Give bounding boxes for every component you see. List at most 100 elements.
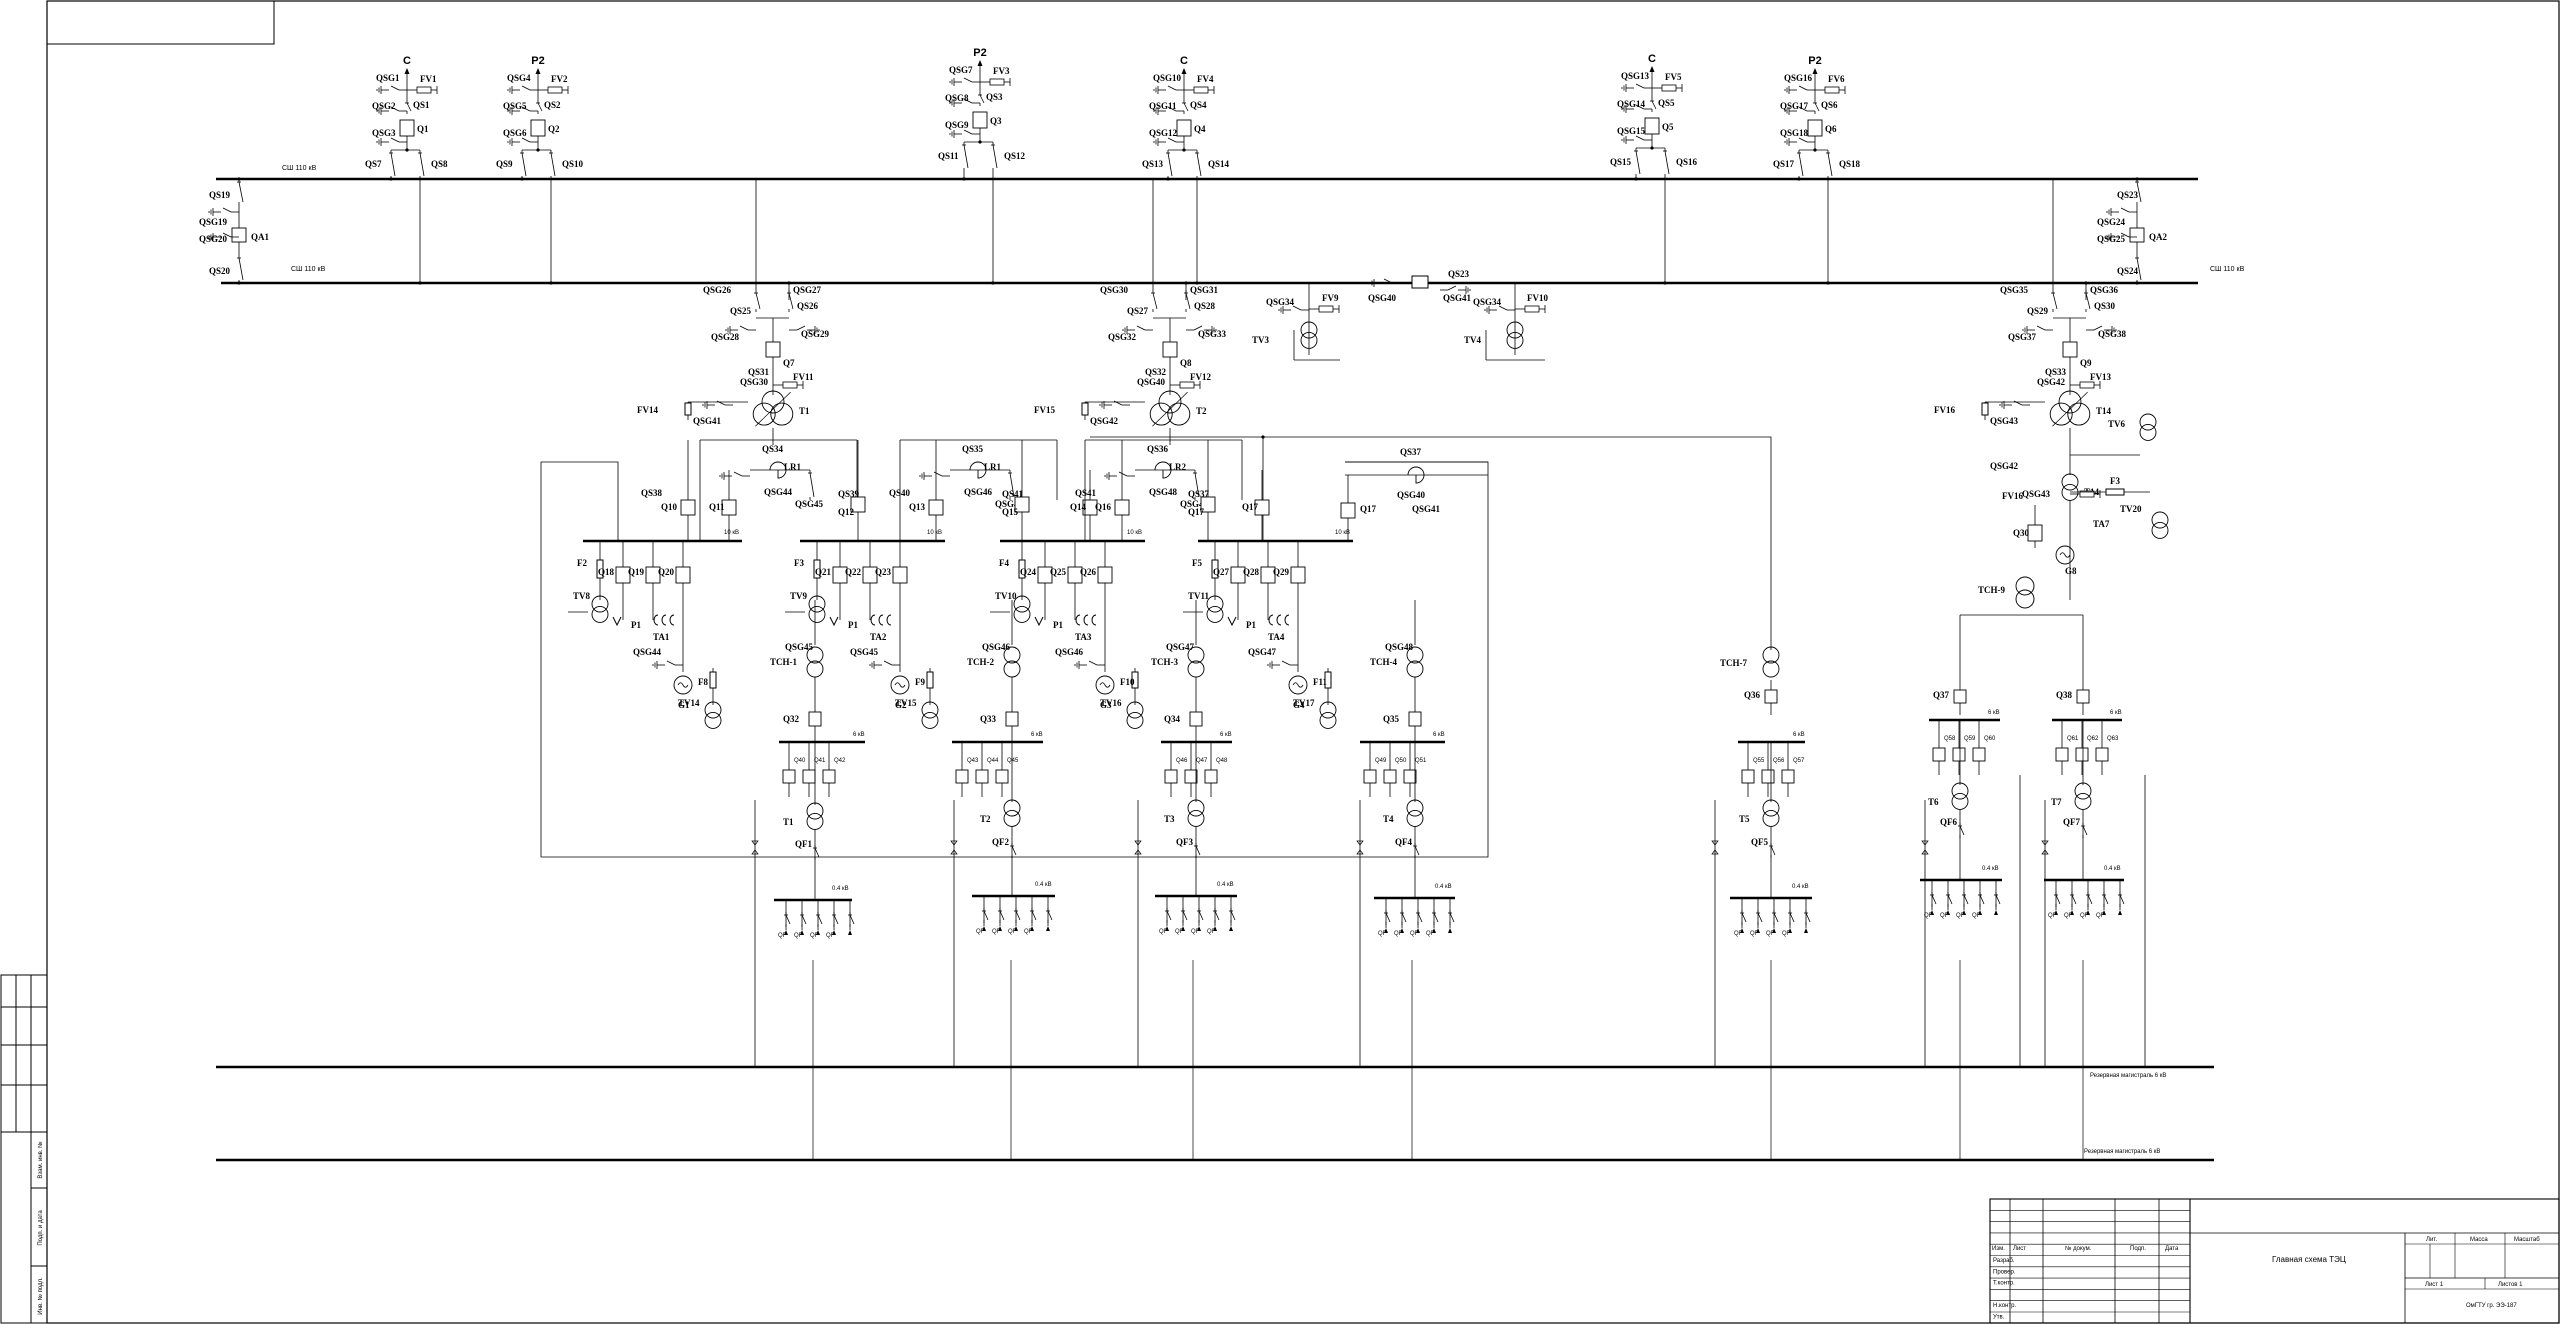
fv-label: FV15 <box>1034 405 1055 415</box>
winding <box>921 701 939 719</box>
qf-out-label: QF <box>1159 929 1168 935</box>
arrow-icon <box>977 60 983 66</box>
winding <box>1126 701 1144 719</box>
qs-right-label: QS8 <box>431 159 448 169</box>
qs-label: QS32 <box>1145 367 1167 377</box>
surge-arrester <box>773 381 804 389</box>
sine-wave <box>677 682 689 688</box>
qs-label: QS37 <box>1400 447 1422 457</box>
qsg-label: QSG40 <box>1397 490 1426 500</box>
circuit-breaker <box>399 119 415 137</box>
qsg-label: QSG6 <box>503 128 527 138</box>
wire <box>238 181 244 203</box>
wire <box>1741 912 1747 923</box>
disconnector <box>1634 148 1641 177</box>
reserve-tie <box>1921 800 1929 1067</box>
disconnector <box>237 179 244 205</box>
circuit-breaker <box>808 711 822 727</box>
wire <box>2120 207 2130 213</box>
qf-out-label: QF <box>2064 913 2073 919</box>
qsg-label: QSG42 <box>2037 377 2066 387</box>
q-label: Q45 <box>1007 758 1019 764</box>
qs-label: QS34 <box>762 444 784 454</box>
earthing-switch <box>1999 400 2030 409</box>
q-label: Q5 <box>1662 122 1674 132</box>
q-label: Q21 <box>815 567 832 577</box>
wire <box>1009 472 1015 498</box>
q-label: Q8 <box>1180 358 1192 368</box>
qsg-label: QSG31 <box>1190 285 1219 295</box>
wire <box>1770 845 1776 856</box>
wire <box>550 152 556 177</box>
wire <box>1979 894 1985 905</box>
qsg-label: QSG35 <box>2000 285 2029 295</box>
winding <box>1506 321 1524 339</box>
qsg-label: QSG40 <box>1137 377 1166 387</box>
wire <box>785 914 791 925</box>
plug-icon <box>1134 840 1142 855</box>
ta-coil <box>669 614 675 626</box>
earthing-switch <box>507 137 538 146</box>
transformer-icon <box>704 701 722 729</box>
winding <box>1126 711 1144 729</box>
arrow-icon <box>1030 926 1034 931</box>
disconnector <box>982 908 989 923</box>
wire <box>1433 912 1439 923</box>
q-label: Q55 <box>1753 758 1765 764</box>
q-label: Q15 <box>1002 507 1019 517</box>
q-label: Q36 <box>1744 690 1761 700</box>
tv-label: TV20 <box>2120 504 2142 514</box>
winding <box>2055 545 2075 565</box>
arrow-icon <box>1772 928 1776 933</box>
q-label: Q60 <box>1984 736 1996 742</box>
ta-coil <box>661 614 667 626</box>
wire <box>801 914 807 925</box>
earthing-switch <box>1621 135 1652 144</box>
tb-col-label: Лист <box>2013 1246 2026 1252</box>
qsg-label: QSG42 <box>1990 461 2019 471</box>
tsn-label: ТСН-3 <box>1151 657 1179 667</box>
disconnector <box>787 290 794 312</box>
transformer-icon <box>591 595 609 623</box>
qsg-label: QSG47 <box>1248 647 1277 657</box>
junction <box>536 148 540 152</box>
qsg-label: QSG34 <box>1266 297 1295 307</box>
ta-label: TA7 <box>2093 519 2110 529</box>
f-label: F9 <box>915 677 925 687</box>
circuit-breaker <box>530 119 546 137</box>
q-label: Q2 <box>548 124 560 134</box>
qf-out-label: QF <box>1024 929 1033 935</box>
bus-6kv-label: 6 кВ <box>2110 710 2122 716</box>
junction <box>549 281 553 285</box>
qs-label: QS20 <box>209 266 231 276</box>
qsg-label: QSG3 <box>372 128 396 138</box>
qsg-label: QSG13 <box>1621 71 1650 81</box>
fuse-icon <box>709 671 717 689</box>
wire <box>1959 825 1965 836</box>
circuit-breaker <box>928 499 944 516</box>
wire <box>1196 152 1202 177</box>
switchgear-10kv: QS34LR1QSG44QSG45Q10QS38Q11QS39Q12QS35LR… <box>540 435 1772 858</box>
lr-label: LR2 <box>1169 462 1187 472</box>
qf-out-label: QF <box>2096 913 2105 919</box>
arrow-icon <box>612 616 622 627</box>
tb-col-label: Дата <box>2165 1246 2179 1252</box>
wire <box>1011 845 1017 856</box>
qf-out-label: QF <box>1940 913 1949 919</box>
qf-out-label: QF <box>1410 931 1419 937</box>
q-label: Q1 <box>417 124 429 134</box>
wire <box>814 847 820 858</box>
earthing-switch <box>2086 325 2117 334</box>
q-label: Q61 <box>2067 736 2079 742</box>
bus-04kv-label: 0.4 кВ <box>1982 866 1999 872</box>
feeder-head: P2 <box>1808 55 1821 67</box>
qs-label: QS30 <box>2094 301 2116 311</box>
earthing-switch <box>376 85 407 94</box>
winding <box>2151 521 2169 539</box>
qs-left-label: QS11 <box>938 151 959 161</box>
fuse-icon <box>926 671 934 689</box>
winding <box>1013 595 1031 613</box>
reserve-tie <box>751 800 759 1067</box>
